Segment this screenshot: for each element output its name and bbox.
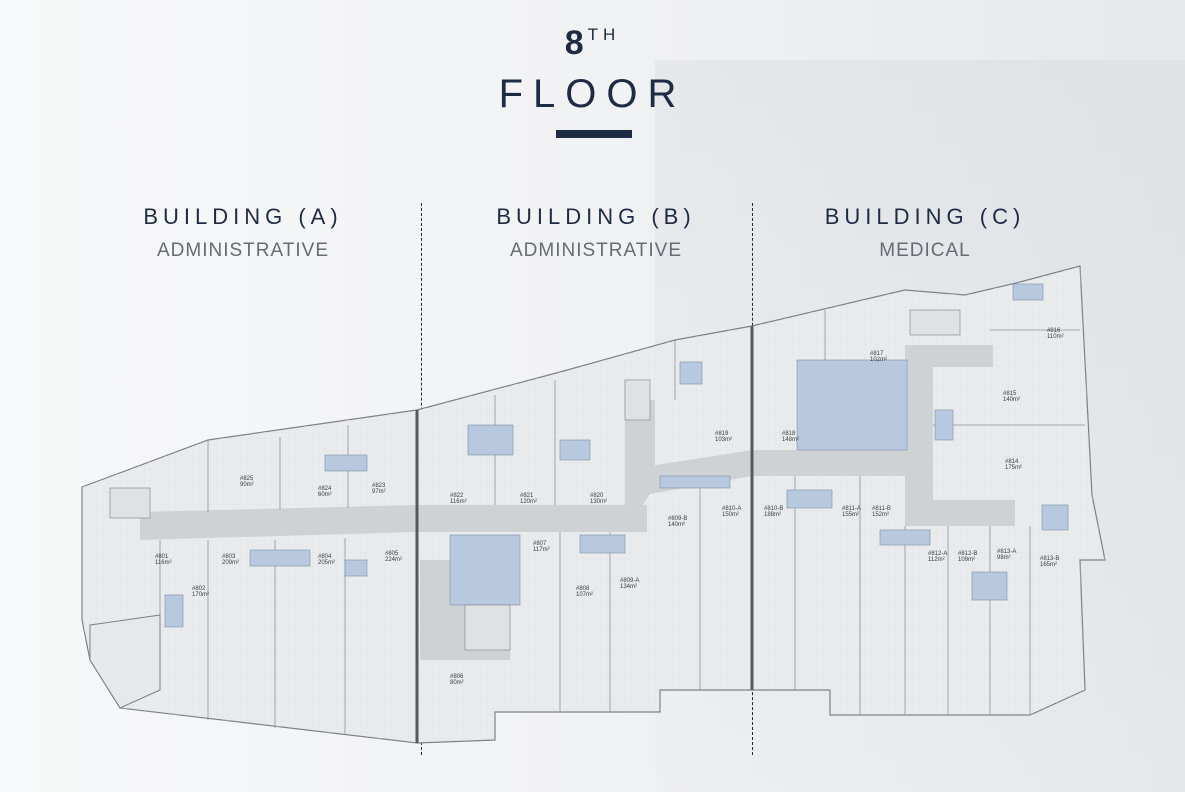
building-c-name: BUILDING (C) (824, 204, 1026, 229)
building-a-name: BUILDING (A) (143, 204, 343, 229)
title-underline (556, 130, 632, 138)
floor-number: 8TH (564, 24, 621, 62)
floor-label: FLOOR (498, 72, 687, 116)
floor-suffix: TH (587, 25, 621, 44)
building-b-plan (416, 325, 753, 744)
stairs (109, 309, 961, 651)
building-b-header: BUILDING (B) ADMINISTRATIVE (431, 204, 761, 262)
building-b-name: BUILDING (B) (496, 204, 696, 229)
building-a-header: BUILDING (A) ADMINISTRATIVE (78, 204, 408, 262)
building-a-plan (81, 409, 418, 744)
restrooms (164, 283, 1069, 628)
building-c-header: BUILDING (C) MEDICAL (760, 204, 1090, 262)
building-b-type: ADMINISTRATIVE (510, 240, 682, 261)
building-a-type: ADMINISTRATIVE (157, 240, 329, 261)
building-c-type: MEDICAL (879, 240, 971, 261)
